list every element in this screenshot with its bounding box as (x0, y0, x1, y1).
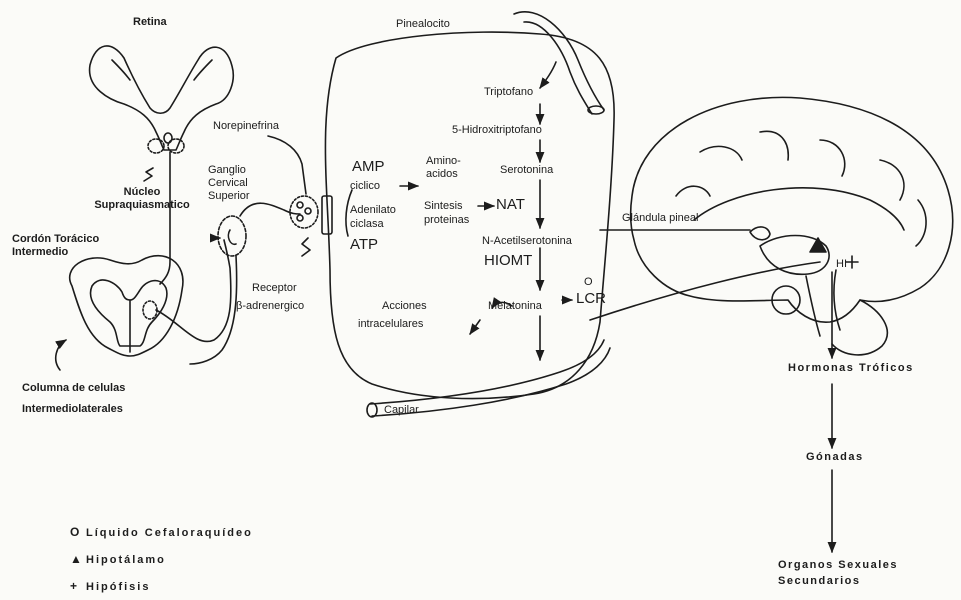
brainstem (806, 276, 820, 336)
arrow-acciones-out (470, 320, 480, 334)
label-lcr-symbol: O (584, 276, 593, 289)
line-lcr-to-brain (590, 262, 820, 320)
label-beta-adrenergico: β-adrenergico (236, 300, 304, 313)
nerve-terminal (290, 196, 318, 228)
brain-gyrus-1 (700, 146, 742, 160)
label-sintesis: Sintesis (424, 200, 463, 213)
label-ganglio-3: Superior (208, 190, 250, 203)
label-amino-1: Amino- (426, 155, 461, 168)
label-adenilato-2: ciclasa (350, 218, 384, 231)
label-acciones-2: intracelulares (358, 318, 423, 331)
intermediolateral-cell (143, 301, 157, 319)
legend-item-hipotalamo: ▲Hipotálamo (70, 552, 166, 566)
label-retina: Retina (133, 16, 167, 29)
label-serotonina: Serotonina (500, 164, 553, 177)
norepinefrina-leader (268, 136, 306, 194)
spinal-cord-grey-matter (91, 280, 167, 346)
label-capilar: Capilar (384, 404, 419, 417)
label-ganglio-2: Cervical (208, 177, 248, 190)
label-pinealocito: Pinealocito (396, 18, 450, 31)
receptor-zigzag (302, 238, 310, 256)
label-atp: ATP (350, 237, 378, 253)
label-acetilserotonina: N-Acetilserotonina (482, 235, 572, 248)
nucleus-right (168, 139, 184, 153)
label-nucleo: Núcleo (72, 186, 212, 199)
label-columna-2: Intermediolaterales (22, 403, 123, 416)
label-ganglio-1: Ganglio (208, 164, 246, 177)
label-triptofano: Triptofano (484, 86, 533, 99)
hypothalamus-marker (810, 238, 826, 252)
nucleus-pathway (160, 152, 170, 284)
superior-cervical-ganglion (218, 216, 246, 256)
label-glandula: Glándula pineal (622, 212, 698, 225)
label-hi: HI (836, 258, 847, 271)
label-nat: NAT (496, 197, 525, 213)
brain-gyrus-2 (760, 131, 788, 160)
brain-gyrus-5 (676, 186, 710, 196)
brain-gyrus-3 (820, 140, 845, 176)
label-adenilato-1: Adenilato (350, 204, 396, 217)
vesicle-2 (305, 208, 311, 214)
label-cordon-toracico: Cordón Torácico (12, 233, 99, 246)
brain-gyrus-6 (916, 200, 926, 246)
legend-text: Hipófisis (86, 581, 150, 593)
label-ciclico: ciclico (350, 180, 380, 193)
label-amp: AMP (352, 159, 385, 175)
brain-gyrus-4 (880, 160, 904, 200)
label-gonadas: Gónadas (806, 451, 864, 464)
legend-symbol-triangle: ▲ (70, 552, 86, 566)
label-acciones-1: Acciones (382, 300, 427, 313)
capillary-bottom-end (367, 403, 377, 417)
label-hidroxitriptofano: 5-Hidroxitriptofano (452, 124, 542, 137)
column-pointer (56, 340, 66, 370)
label-supraquiasmatico: Supraquiasmatico (72, 199, 212, 212)
legend-text: Hipotálamo (86, 554, 166, 566)
brain-outline (631, 97, 953, 322)
retina-inner-left (112, 60, 130, 80)
vesicle-1 (297, 202, 303, 208)
spinal-cord-outline (70, 256, 183, 356)
label-norepinefrina: Norepinefrina (213, 120, 279, 133)
corpus-callosum (694, 188, 904, 230)
label-intermedio: Intermedio (12, 246, 68, 259)
label-proteinas: proteinas (424, 214, 469, 227)
pituitary-marker (846, 256, 858, 268)
cerebellum (832, 300, 887, 355)
vesicle-3 (297, 215, 303, 221)
label-hiomt: HIOMT (484, 253, 532, 269)
zigzag-left (144, 168, 153, 181)
legend-symbol-circle: O (70, 525, 86, 539)
legend-item-hipofisis: +Hipófisis (70, 579, 150, 593)
label-receptor: Receptor (252, 282, 297, 295)
label-organos: Organos Sexuales (778, 559, 898, 572)
label-amino-2: acidos (426, 168, 458, 181)
label-lcr: LCR (576, 291, 606, 307)
label-columna-1: Columna de celulas (22, 382, 125, 395)
capillary-bottom (370, 340, 604, 404)
legend-text: Líquido Cefaloraquídeo (86, 527, 253, 539)
arrow-capillary-to-triptofano (540, 62, 556, 88)
pineal-gland (750, 227, 770, 240)
legend-symbol-plus: + (70, 579, 86, 593)
ganglion-inner (228, 230, 236, 244)
label-hormonas: Hormonas Tróficos (788, 362, 914, 375)
nucleus-core (164, 133, 172, 143)
label-melatonina: Melatonina (488, 300, 542, 313)
label-secundarios: Secundarios (778, 575, 861, 588)
retina-shape (90, 46, 234, 150)
